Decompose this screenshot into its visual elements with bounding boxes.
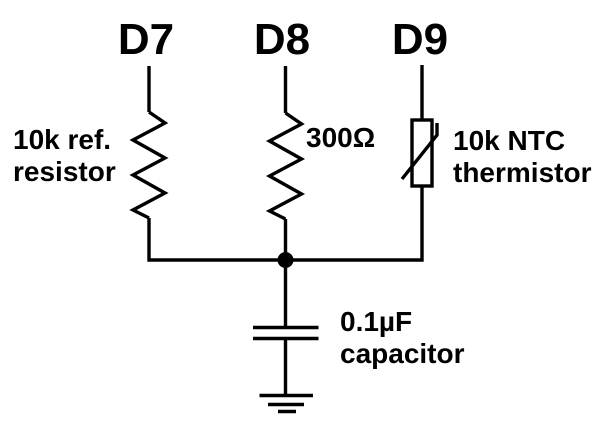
label-capacitor: 0.1µF capacitor — [340, 306, 465, 369]
designator-d9: D9 — [392, 15, 448, 64]
capacitor-symbol — [253, 325, 319, 394]
label-d8-value: 300Ω — [306, 122, 375, 153]
resistor-d7-symbol — [129, 66, 169, 220]
label-capacitor-line1: 0.1µF — [340, 306, 412, 337]
designator-d7: D7 — [118, 15, 174, 64]
resistor-zigzag-d7 — [129, 110, 169, 220]
junction-node-dot — [277, 252, 294, 268]
thermistor-d9-symbol — [400, 65, 439, 188]
ground-symbol — [259, 393, 313, 414]
label-d7: 10k ref. resistor — [13, 124, 116, 187]
resistor-d8-symbol — [265, 66, 306, 221]
label-d9: 10k NTC thermistor — [453, 125, 592, 188]
label-d7-line1: 10k ref. — [13, 124, 111, 155]
label-d9-line1: 10k NTC — [453, 125, 565, 156]
label-d7-line2: resistor — [13, 156, 116, 187]
label-d9-line2: thermistor — [453, 157, 592, 188]
label-capacitor-line2: capacitor — [340, 338, 465, 369]
resistor-zigzag-d8 — [265, 111, 306, 221]
thermistor-diagonal-stroke — [400, 123, 439, 181]
designator-d8: D8 — [254, 15, 310, 64]
